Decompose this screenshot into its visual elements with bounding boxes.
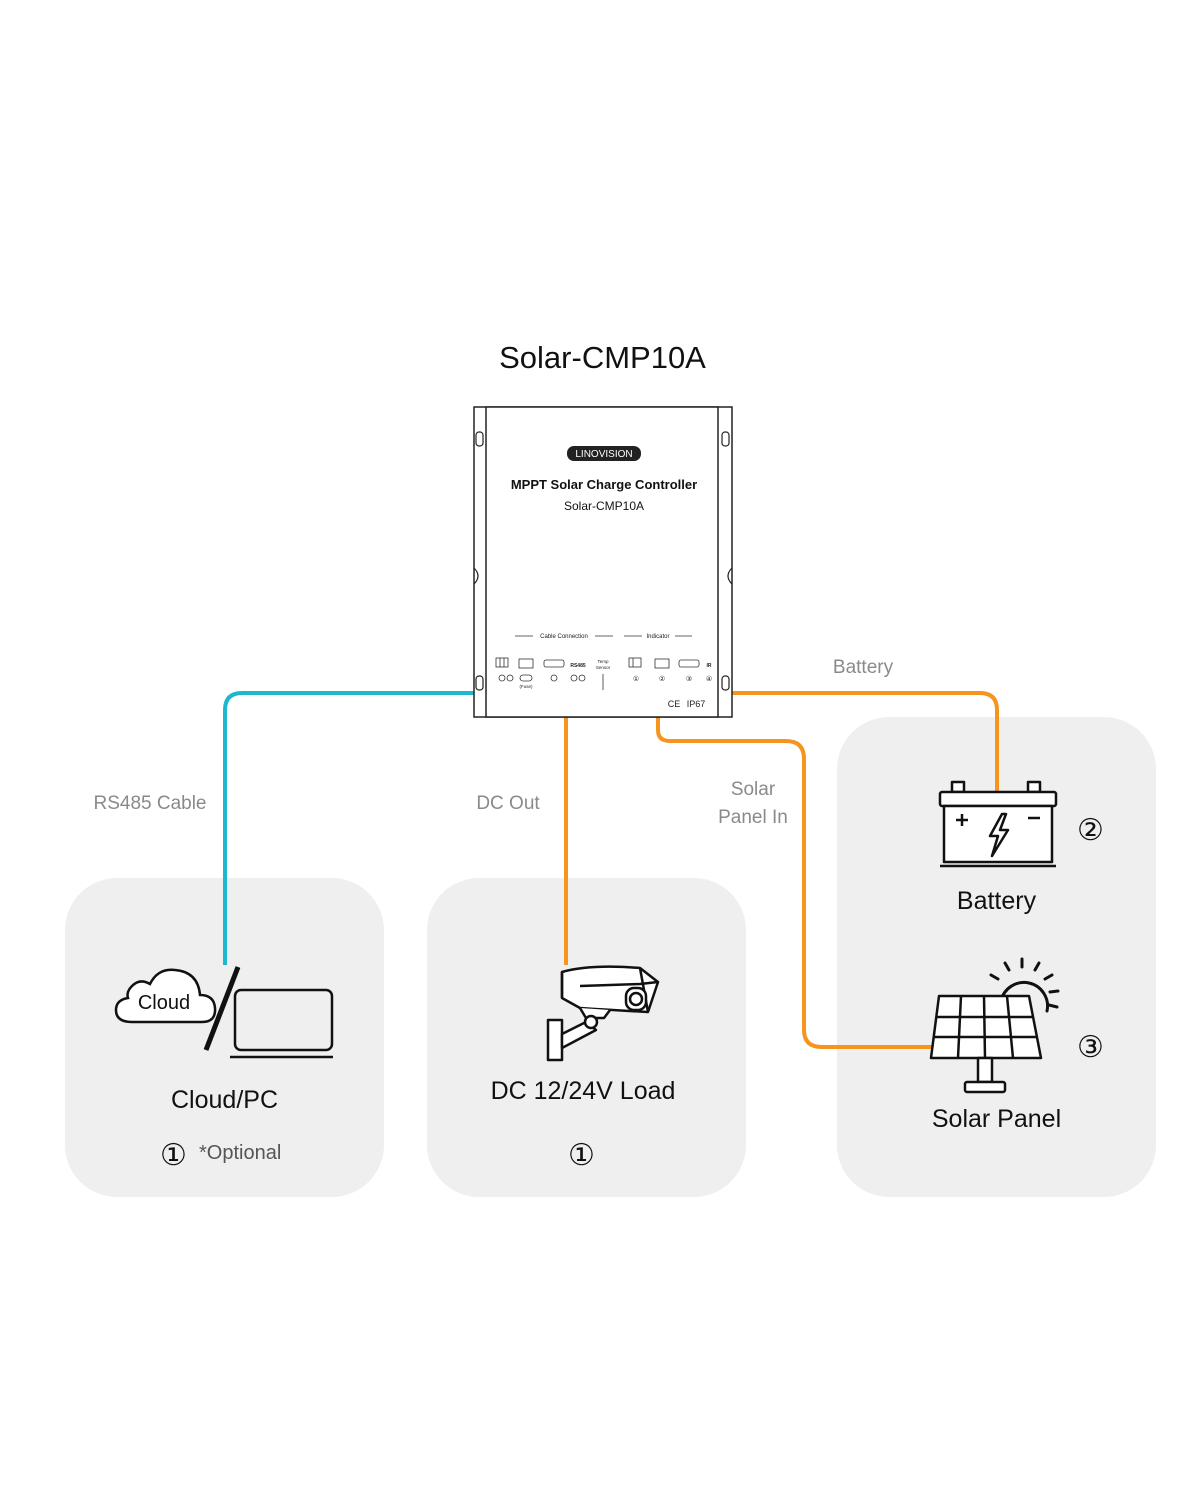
- security-camera-icon: [546, 965, 660, 1062]
- solar-number: ③: [1077, 1031, 1104, 1064]
- solar-panel-icon: [929, 957, 1060, 1094]
- dc-out-label: DC Out: [476, 793, 540, 814]
- cloud-pc-label: Cloud/PC: [171, 1086, 278, 1114]
- cable-section-label: Cable Connection: [540, 634, 588, 640]
- cloud-icon: [114, 968, 217, 1024]
- temp-label-1: Temp: [597, 659, 609, 664]
- cloud-pc-number: ①: [160, 1139, 187, 1172]
- solar-panel-in-line-2: Panel In: [718, 807, 788, 828]
- laptop-icon: [230, 988, 334, 1059]
- indicator-2: ②: [659, 676, 665, 683]
- diagram-title: Solar-CMP10A: [499, 340, 706, 375]
- controller-brand: LINOVISION: [575, 449, 632, 460]
- ip-rating: IP67: [687, 699, 706, 709]
- load-label: DC 12/24V Load: [490, 1077, 676, 1105]
- charge-controller: LINOVISION MPPT Solar Charge Controller …: [473, 406, 733, 718]
- controller-model: Solar-CMP10A: [564, 499, 644, 513]
- indicator-3: ③: [686, 675, 692, 683]
- load-number: ①: [568, 1139, 595, 1172]
- indicator-4: ④: [706, 675, 712, 683]
- indicator-section-label: Indicator: [646, 634, 669, 640]
- rs485-wire: [223, 691, 475, 965]
- battery-label: Battery: [956, 887, 1037, 915]
- ir-label: IR: [707, 663, 712, 669]
- solar-label: Solar Panel: [931, 1105, 1062, 1133]
- indicator-1: ①: [633, 675, 639, 683]
- cloud-pc-icon-group: Cloud: [114, 966, 334, 1059]
- slash-divider: [203, 966, 241, 1051]
- cloud-icon-text: Cloud: [138, 992, 190, 1014]
- rs485-cable-label: RS485 Cable: [93, 793, 207, 814]
- solar-in-wire: [656, 716, 934, 1049]
- ce-mark: CE: [668, 699, 681, 709]
- battery-wire-label: Battery: [832, 657, 894, 678]
- load-panel: [427, 878, 746, 1197]
- sun-icon: [989, 957, 1060, 1013]
- battery-icon: [938, 780, 1058, 868]
- battery-number: ②: [1077, 814, 1104, 847]
- battery-wire: [731, 691, 999, 795]
- solar-panel-in-label: Solar Panel In: [693, 776, 813, 832]
- cloud-pc-optional-note: *Optional: [199, 1142, 282, 1164]
- solar-panel-in-line-1: Solar: [730, 779, 776, 800]
- temp-label-2: Sensor: [596, 665, 611, 670]
- fuse-label: (Fuse): [519, 684, 533, 689]
- rs485-port-label: RS485: [570, 663, 586, 669]
- controller-product: MPPT Solar Charge Controller: [511, 477, 697, 492]
